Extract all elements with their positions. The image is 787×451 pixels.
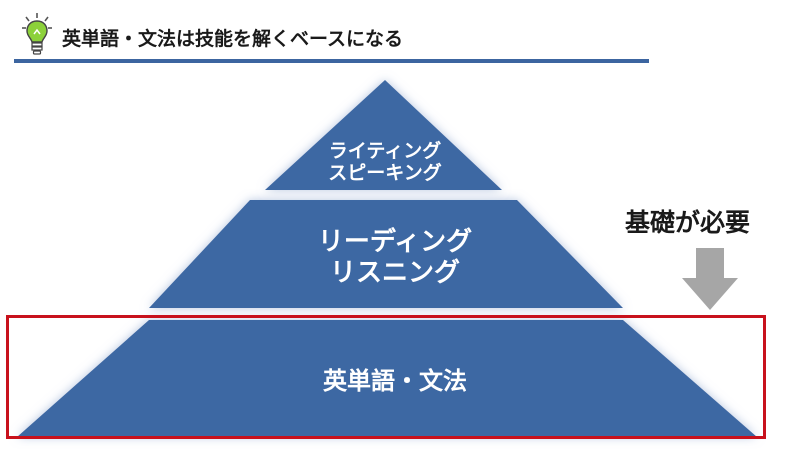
pyramid-tier-top [265,80,502,190]
foundation-callout-label: 基礎が必要 [625,208,751,237]
tier-middle-label: リーディング リスニング [290,227,500,289]
page-title: 英単語・文法は技能を解くベースになる [62,28,404,50]
tier-top-label: ライティング スピーキング [300,140,470,185]
tier-bottom-line-1: 英単語・文法 [323,367,467,395]
title-underline [14,59,649,63]
tier-bottom-label: 英単語・文法 [290,367,500,396]
tier-middle-line-1: リーディング [317,227,473,257]
lightbulb-icon [22,13,52,55]
pyramid-tier-bottom [17,320,757,437]
tier-middle-line-2: リスニング [329,258,460,289]
foundation-highlight-box [6,315,766,439]
header: 英単語・文法は技能を解くベースになる [0,0,787,70]
pyramid-tier-middle [149,200,623,308]
tier-top-line-1: ライティング [328,140,442,162]
down-arrow-icon [682,248,738,310]
tier-top-line-2: スピーキング [328,161,442,184]
